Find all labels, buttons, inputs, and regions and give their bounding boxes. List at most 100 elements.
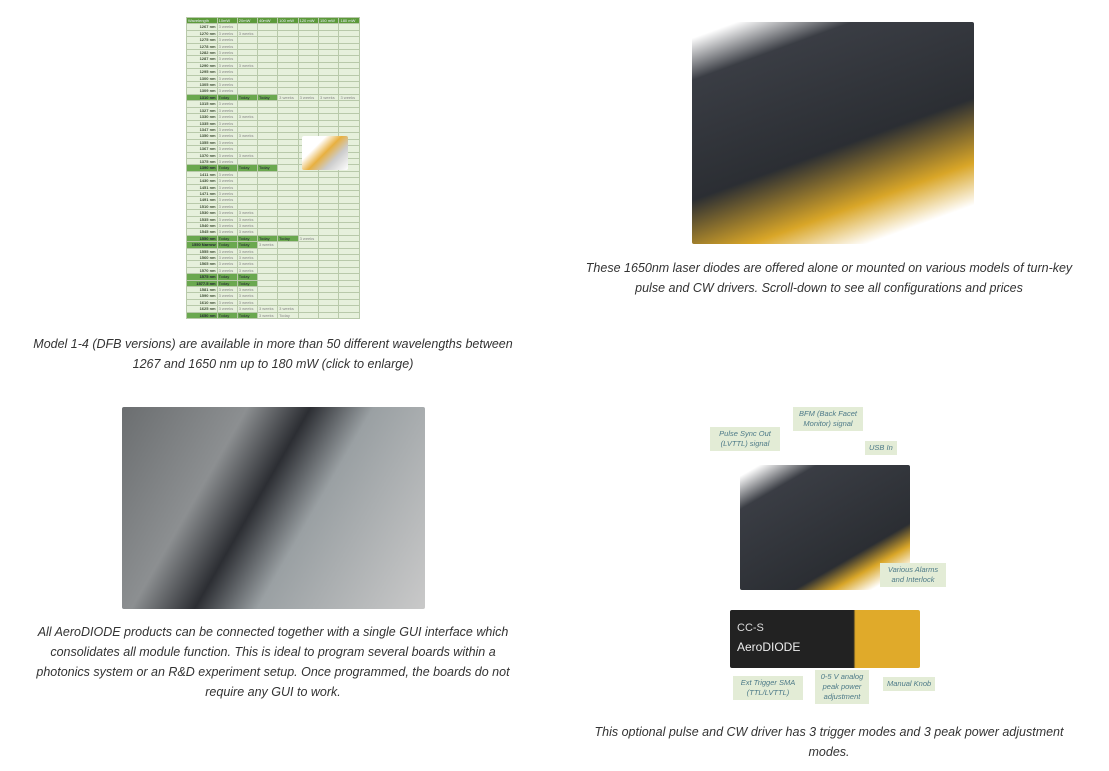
caption-driver: These 1650nm laser diodes are offered al… (585, 261, 1073, 295)
availability-cell (297, 311, 320, 320)
availability-cell (318, 170, 340, 179)
caption-gui: All AeroDIODE products can be connected … (36, 625, 510, 699)
availability-cell (318, 183, 340, 192)
label-bfm: BFM (Back Facet Monitor) signal (793, 407, 863, 431)
availability-cell (338, 215, 360, 224)
availability-cell (338, 221, 360, 230)
table-header: 180 mW (338, 16, 360, 25)
gui-lab-photo[interactable] (122, 407, 425, 609)
availability-cell (338, 29, 360, 38)
wavelength-cell: 1550 Narrow (186, 241, 218, 249)
availability-cell (318, 55, 340, 63)
availability-cell (318, 36, 340, 44)
label-ext-trigger: Ext Trigger SMA (TTL/LVTTL) (733, 676, 803, 700)
availability-cell (338, 125, 360, 134)
availability-cell (338, 311, 360, 320)
availability-cell (318, 234, 340, 243)
availability-cell (338, 183, 360, 192)
availability-cell (318, 196, 340, 204)
availability-cell (318, 29, 340, 38)
annotated-driver-figure[interactable]: CC-S AeroDIODE Pulse Sync Out (LVTTL) si… (705, 405, 950, 715)
wavelength-cell: 1650 nm (186, 311, 218, 320)
laser-diode-thumbnail (302, 136, 348, 170)
availability-cell (318, 48, 340, 57)
availability-cell (338, 170, 360, 179)
label-pulse-sync: Pulse Sync Out (LVTTL) signal (710, 427, 780, 451)
availability-cell (338, 247, 360, 256)
availability-cell (318, 209, 340, 217)
availability-cell (338, 202, 360, 211)
availability-cell: Today (236, 311, 258, 320)
availability-cell (338, 189, 360, 198)
availability-cell (338, 42, 360, 51)
label-alarms: Various Alarms and Interlock (880, 563, 946, 587)
availability-cell (318, 125, 340, 134)
availability-cell (338, 55, 360, 63)
availability-cell: 3 weeks (338, 93, 360, 102)
availability-cell (338, 36, 360, 44)
availability-cell (318, 177, 340, 185)
availability-cell (338, 48, 360, 57)
availability-cell (318, 215, 340, 224)
availability-cell: 3 weeks (256, 311, 279, 320)
laser-driver-photo[interactable] (692, 22, 974, 244)
availability-cell (318, 202, 340, 211)
caption-options: This optional pulse and CW driver has 3 … (594, 725, 1064, 759)
availability-cell (318, 241, 340, 249)
label-usb: USB In (865, 441, 897, 455)
availability-cell: Today (277, 311, 299, 320)
brand-aerodiode: AeroDIODE (737, 640, 801, 654)
availability-cell (318, 42, 340, 51)
availability-cell (338, 196, 360, 204)
availability-cell (338, 234, 360, 243)
availability-cell: Today (216, 311, 238, 320)
availability-cell: 3 weeks (318, 93, 340, 102)
caption-table: Model 1-4 (DFB versions) are available i… (33, 337, 513, 371)
label-analog: 0-5 V analog peak power adjustment (815, 670, 869, 704)
availability-cell (318, 311, 340, 320)
availability-cell (338, 209, 360, 217)
availability-cell (338, 228, 360, 236)
availability-cell (318, 189, 340, 198)
availability-cell (318, 247, 340, 256)
availability-cell (318, 221, 340, 230)
label-knob: Manual Knob (883, 677, 936, 691)
availability-cell (338, 177, 360, 185)
brand-cc-s: CC-S (737, 622, 764, 634)
availability-cell (318, 228, 340, 236)
driver-front-photo (730, 610, 920, 668)
table-header: 150 mW (318, 16, 340, 25)
availability-cell (338, 241, 360, 249)
